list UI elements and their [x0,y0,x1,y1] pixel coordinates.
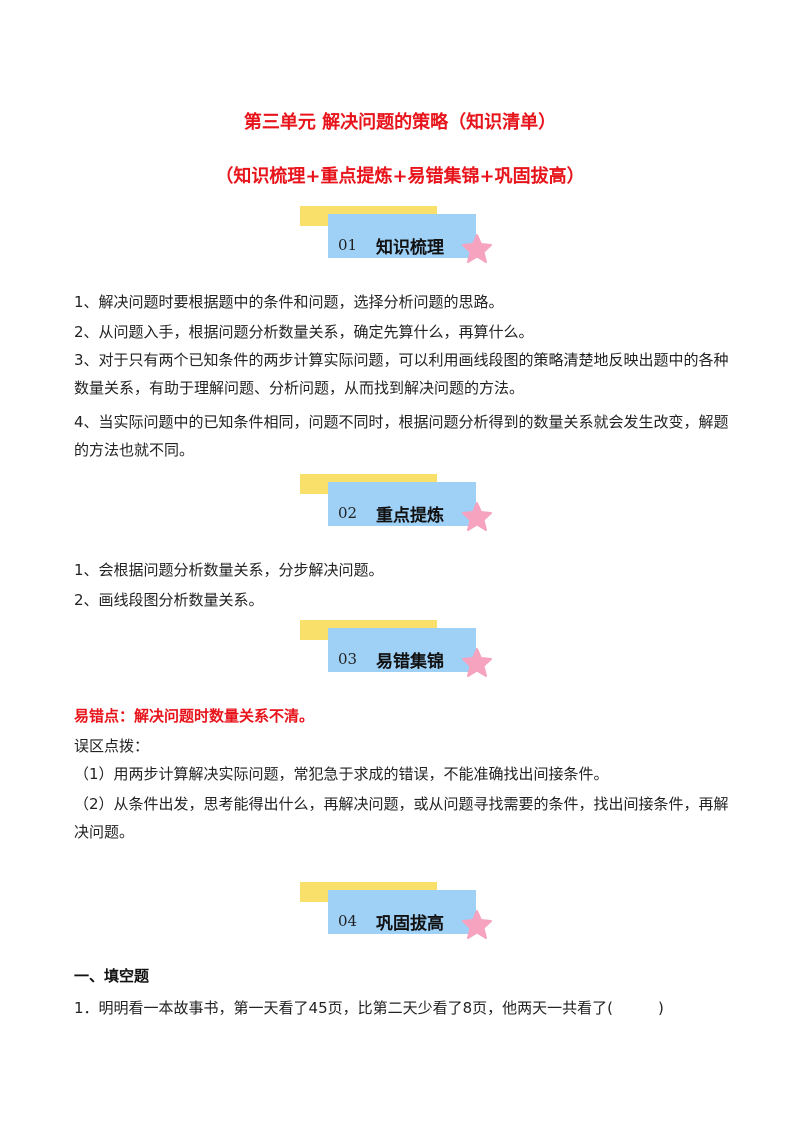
knowledge-item: 3、对于只有两个已知条件的两步计算实际问题，可以利用画线段图的策略清楚地反映出题… [74,351,729,397]
section-number: 02 [338,504,358,522]
key-point-item: 2、画线段图分析数量关系。 [74,591,264,609]
star-icon [462,648,492,677]
question-1: 1．明明看一本故事书，第一天看了45页，比第二天少看了8页，他两天一共看了( ) [74,999,664,1017]
section-badge-04: 04 巩固拔高 [300,882,500,942]
section-badge-03: 03 易错集锦 [300,620,500,680]
section-number: 03 [338,650,358,668]
knowledge-item: 1、解决问题时要根据题中的条件和问题，选择分析问题的思路。 [74,293,504,311]
mistake-heading: 易错点：解决问题时数量关系不清。 [74,707,315,725]
badge-blue-box [328,482,476,526]
section-number: 04 [338,912,358,930]
star-icon [462,502,492,531]
badge-blue-box [328,214,476,258]
section-badge-02: 02 重点提炼 [300,474,500,534]
section-badge-01: 01 知识梳理 [300,206,500,266]
knowledge-item: 4、当实际问题中的已知条件相同，问题不同时，根据问题分析得到的数量关系就会发生改… [74,413,729,459]
page-title: 第三单元 解决问题的策略（知识清单） [243,112,557,133]
section-label: 重点提炼 [376,506,444,526]
section-label: 易错集锦 [376,652,444,672]
mistake-subheading: 误区点拨： [74,737,150,755]
page-subtitle: （知识梳理+重点提炼+易错集锦+巩固拔高） [215,166,585,187]
mistake-item: （1）用两步计算解决实际问题，常犯急于求成的错误，不能准确找出间接条件。 [74,765,609,783]
star-icon [462,234,492,263]
knowledge-item: 2、从问题入手，根据问题分析数量关系，确定先算什么，再算什么。 [74,323,534,341]
section-label: 知识梳理 [376,238,444,258]
practice-section-title: 一、填空题 [74,967,150,985]
mistake-item: （2）从条件出发，思考能得出什么，再解决问题，或从问题寻找需要的条件，找出间接条… [74,795,729,841]
badge-blue-box [328,628,476,672]
section-label: 巩固拔高 [376,914,444,934]
badge-blue-box [328,890,476,934]
section-number: 01 [338,236,358,254]
star-icon [462,910,492,939]
key-point-item: 1、会根据问题分析数量关系，分步解决问题。 [74,561,384,579]
